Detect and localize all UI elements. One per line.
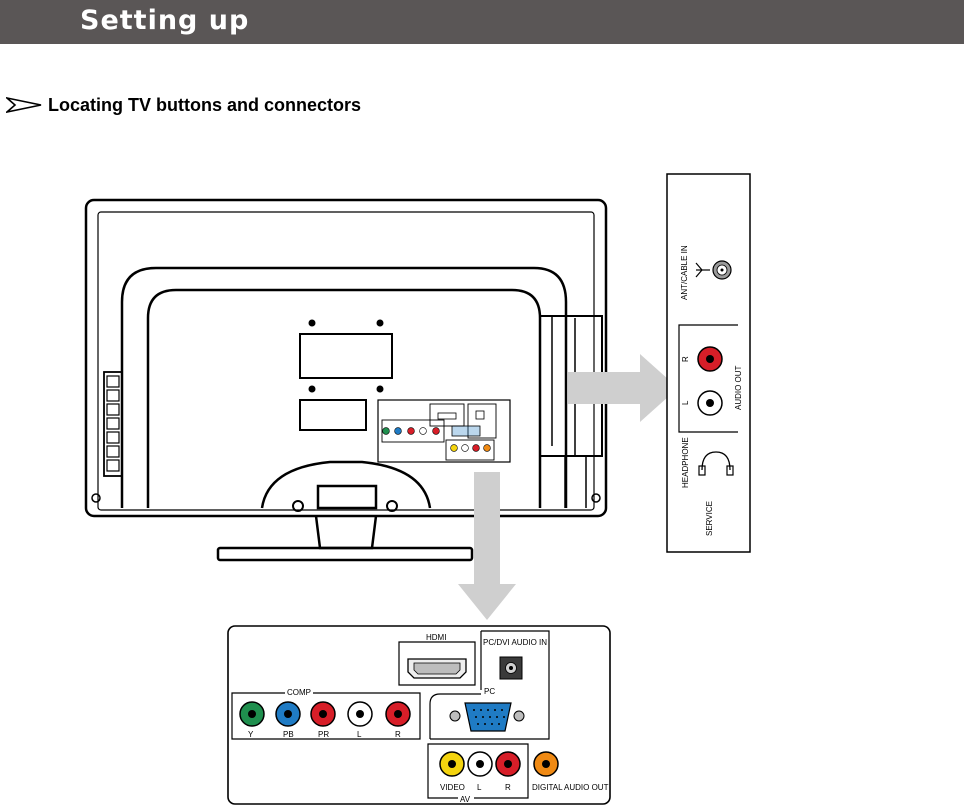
comp-y-jack[interactable] xyxy=(240,702,264,726)
av-r-label: R xyxy=(505,783,511,792)
audio-out-l-label: L xyxy=(681,400,690,405)
comp-r-jack[interactable] xyxy=(386,702,410,726)
av-video-label: VIDEO xyxy=(440,783,465,792)
av-label: AV xyxy=(460,795,471,804)
comp-r-label: R xyxy=(395,730,401,739)
comp-pb-label: PB xyxy=(283,730,294,739)
hdmi-label: HDMI xyxy=(426,633,446,642)
right-arrow-icon xyxy=(568,354,678,422)
audio-out-r-jack[interactable] xyxy=(698,347,722,371)
side-connector-panel: ANT/CABLE IN AUDIO OUT R L HEADPHONE SER… xyxy=(667,174,750,552)
av-l-label: L xyxy=(477,783,482,792)
hdmi-port[interactable] xyxy=(408,659,466,678)
comp-pr-label: PR xyxy=(318,730,329,739)
av-video-jack[interactable] xyxy=(440,752,464,776)
digital-audio-out-label: DIGITAL AUDIO OUT xyxy=(532,783,609,792)
audio-out-l-jack[interactable] xyxy=(698,391,722,415)
comp-pb-jack[interactable] xyxy=(276,702,300,726)
tv-rear-illustration xyxy=(86,200,606,560)
digital-audio-out-jack[interactable] xyxy=(534,752,558,776)
down-arrow-icon xyxy=(458,472,516,620)
av-l-jack[interactable] xyxy=(468,752,492,776)
audio-out-label: AUDIO OUT xyxy=(734,365,743,410)
pc-label: PC xyxy=(484,687,495,696)
headphone-label: HEADPHONE xyxy=(681,437,690,488)
comp-l-label: L xyxy=(357,730,362,739)
comp-y-label: Y xyxy=(248,730,254,739)
pc-audio-in-jack[interactable] xyxy=(500,657,522,679)
comp-l-jack[interactable] xyxy=(348,702,372,726)
bottom-connector-panel: HDMI PC/DVI AUDIO IN PC xyxy=(228,626,610,804)
av-r-jack[interactable] xyxy=(496,752,520,776)
comp-pr-jack[interactable] xyxy=(311,702,335,726)
comp-label: COMP xyxy=(287,688,311,697)
pc-dvi-audio-in-label: PC/DVI AUDIO IN xyxy=(483,638,547,647)
service-label: SERVICE xyxy=(705,501,714,536)
audio-out-r-label: R xyxy=(681,356,690,362)
ant-cable-in-label: ANT/CABLE IN xyxy=(680,245,689,300)
